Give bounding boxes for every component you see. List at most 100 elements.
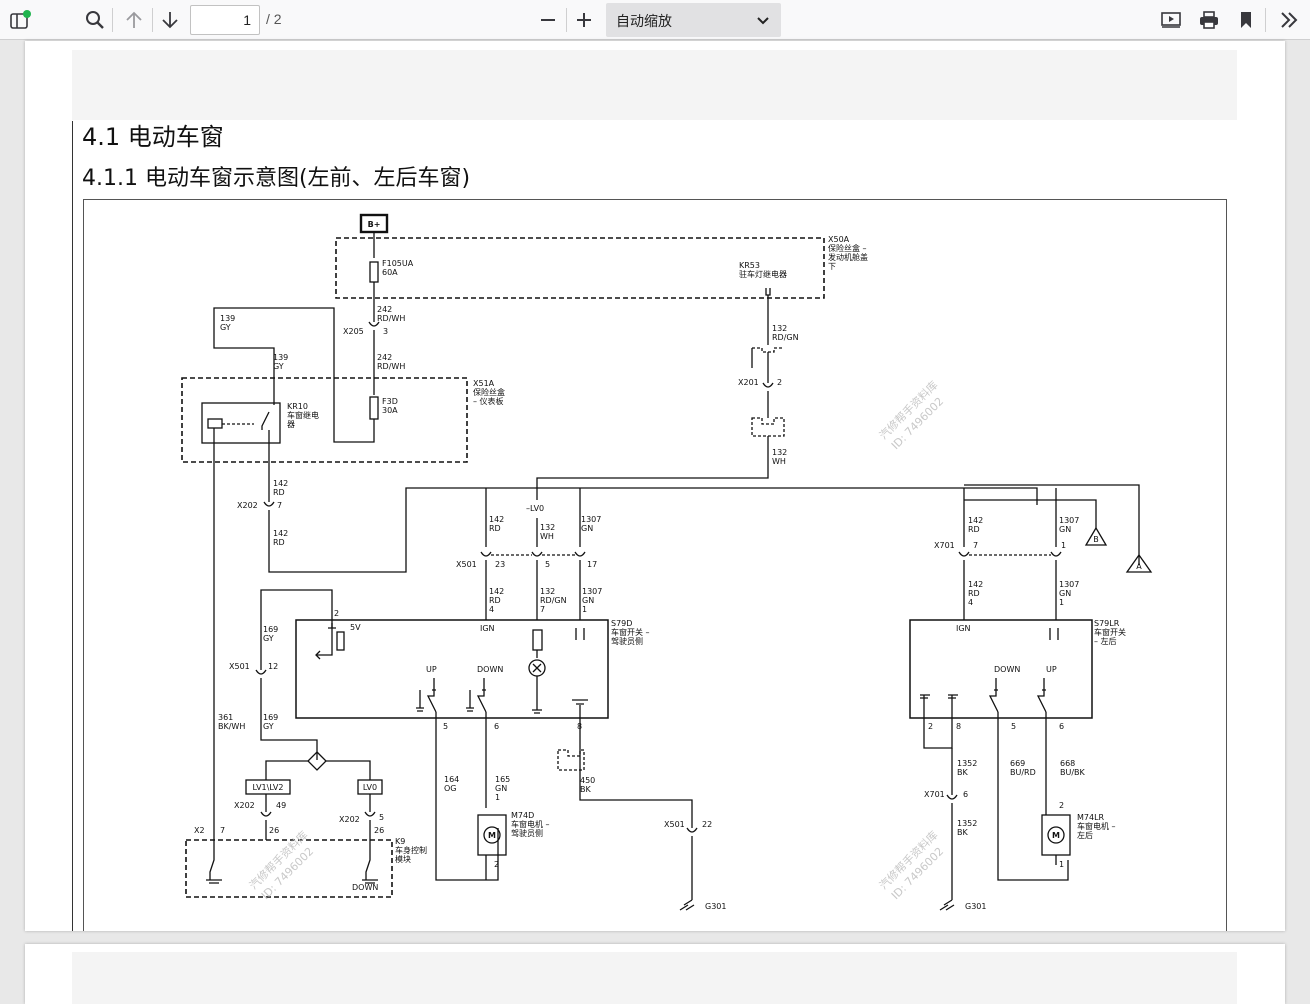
m74lr-pin2: 2: [1059, 801, 1064, 810]
wire-169b-0: 169: [263, 713, 278, 722]
wire-1307d-2: 1: [1059, 598, 1064, 607]
g301a-label: G301: [705, 902, 726, 911]
sidebar-toggle-icon[interactable]: [6, 6, 34, 34]
zoom-out-icon[interactable]: [534, 6, 562, 34]
wire-242b-1: RD/WH: [377, 362, 405, 371]
x51a-label-2: – 仪表板: [473, 396, 504, 406]
page-number-input[interactable]: [190, 5, 260, 35]
x51a-label-0: X51A: [473, 379, 495, 388]
wire-169b-1: GY: [263, 722, 274, 731]
bcm-box: [185, 839, 393, 898]
wire-165-1: GN: [495, 784, 507, 793]
x701-6-name: X701: [924, 790, 945, 799]
zoom-select[interactable]: 自动缩放: [606, 3, 781, 37]
x501-pin-17: 17: [587, 560, 597, 569]
m74d-pin2: 2: [494, 860, 499, 869]
x202-5-name: X202: [339, 815, 360, 824]
wire-361-1: BK/WH: [218, 722, 245, 731]
lv0-top-label: –LV0: [526, 504, 544, 513]
m74d-label-1: 车窗电机 –: [511, 819, 550, 829]
search-icon[interactable]: [81, 6, 109, 34]
wire-242a-0: 242: [377, 305, 392, 314]
wire-1307c-1: GN: [1059, 525, 1071, 534]
f3d-label-1: 30A: [382, 406, 398, 415]
wire-1307d-1: GN: [1059, 589, 1071, 598]
s79lr-pin8: 8: [956, 722, 961, 731]
wire-142d-1: RD: [489, 596, 501, 605]
s79d-pin6: 6: [494, 722, 499, 731]
wire-132a-1: RD/GN: [772, 333, 799, 342]
wire-1307b-1: GN: [582, 596, 594, 605]
m74lr-label-0: M74LR: [1077, 813, 1105, 822]
wire-668-1: BU/BK: [1060, 768, 1086, 777]
x202-5-pin: 5: [379, 813, 384, 822]
section-heading: 4.1 电动车窗: [82, 123, 224, 151]
wire-132d-0: 132: [540, 587, 555, 596]
s79lr-label-2: – 左后: [1094, 636, 1117, 646]
s79d-ign: IGN: [480, 624, 495, 633]
k9-down: DOWN: [352, 883, 378, 892]
fuse-f3d: [369, 396, 379, 420]
s79lr-pin6: 6: [1059, 722, 1064, 731]
x202-7-pin: 7: [277, 501, 282, 510]
x501-22-pin: 22: [702, 820, 712, 829]
bookmark-icon[interactable]: [1232, 6, 1260, 34]
x202-7-name: X202: [237, 501, 258, 510]
lv1-lv2-box: [245, 779, 291, 795]
wire-164-0: 164: [444, 775, 459, 784]
m74lr-m: M: [1052, 831, 1060, 840]
document-page-2: [25, 944, 1285, 1004]
wire-1307a-1: GN: [581, 524, 593, 533]
k9-label-2: 模块: [395, 854, 411, 864]
x701-top-name: X701: [934, 541, 955, 550]
s79d-up: UP: [426, 665, 437, 674]
zoom-value: 自动缩放: [616, 14, 672, 30]
x202-49-pin: 49: [276, 801, 286, 810]
wire-132d-2: 7: [540, 605, 545, 614]
arrow-up-icon[interactable]: [120, 6, 148, 34]
wire-132b-1: WH: [772, 457, 786, 466]
wire-139a-1: GY: [220, 323, 231, 332]
wire-1352b-1: BK: [957, 828, 968, 837]
wire-1352a-1: BK: [957, 768, 968, 777]
wire-132d-1: RD/GN: [540, 596, 567, 605]
f105ua-label-0: F105UA: [382, 259, 414, 268]
page-header-band: [72, 50, 1237, 120]
m74d-label-2: 驾驶员侧: [511, 828, 543, 838]
x701-6-pin: 6: [963, 790, 968, 799]
double-chevron-right-icon[interactable]: [1275, 6, 1303, 34]
s79d-label-0: S79D: [611, 619, 632, 628]
s79d-label-2: 驾驶员侧: [611, 636, 643, 646]
chevron-down-icon: [757, 14, 769, 30]
s79lr-label-1: 车窗开关: [1094, 627, 1126, 637]
arrow-down-icon[interactable]: [156, 6, 184, 34]
m74d-m: M: [488, 831, 496, 840]
x701-pin7: 7: [973, 541, 978, 550]
wire-132b-0: 132: [772, 448, 787, 457]
wire-139a-0: 139: [220, 314, 235, 323]
wire-142d-2: 4: [489, 605, 494, 614]
x51a-label-1: 保险丝盒: [473, 387, 505, 397]
wire-142e-0: 142: [968, 516, 983, 525]
wire-142a-0: 142: [273, 479, 288, 488]
x501-pin-23: 23: [495, 560, 505, 569]
presentation-icon[interactable]: [1157, 6, 1185, 34]
wire-142f-2: 4: [968, 598, 973, 607]
x50a-label-3: 下: [828, 262, 836, 271]
zoom-in-icon[interactable]: [570, 6, 598, 34]
g301b-label: G301: [965, 902, 986, 911]
wire-132c-1: WH: [540, 532, 554, 541]
wire-169a-1: GY: [263, 634, 274, 643]
s79d-down: DOWN: [477, 665, 503, 674]
x501-pin-5: 5: [545, 560, 550, 569]
page-total: / 2: [266, 11, 282, 27]
s79d-pin5: 5: [443, 722, 448, 731]
f105ua-label-1: 60A: [382, 268, 398, 277]
kr53-label-1: 驻车灯继电器: [739, 269, 787, 279]
s79lr-pin2: 2: [928, 722, 933, 731]
wire-132c-0: 132: [540, 523, 555, 532]
fuse-block-x51a: [181, 377, 468, 463]
print-icon[interactable]: [1195, 6, 1223, 34]
k9-label-1: 车身控制: [395, 845, 427, 855]
wire-142b-0: 142: [273, 529, 288, 538]
